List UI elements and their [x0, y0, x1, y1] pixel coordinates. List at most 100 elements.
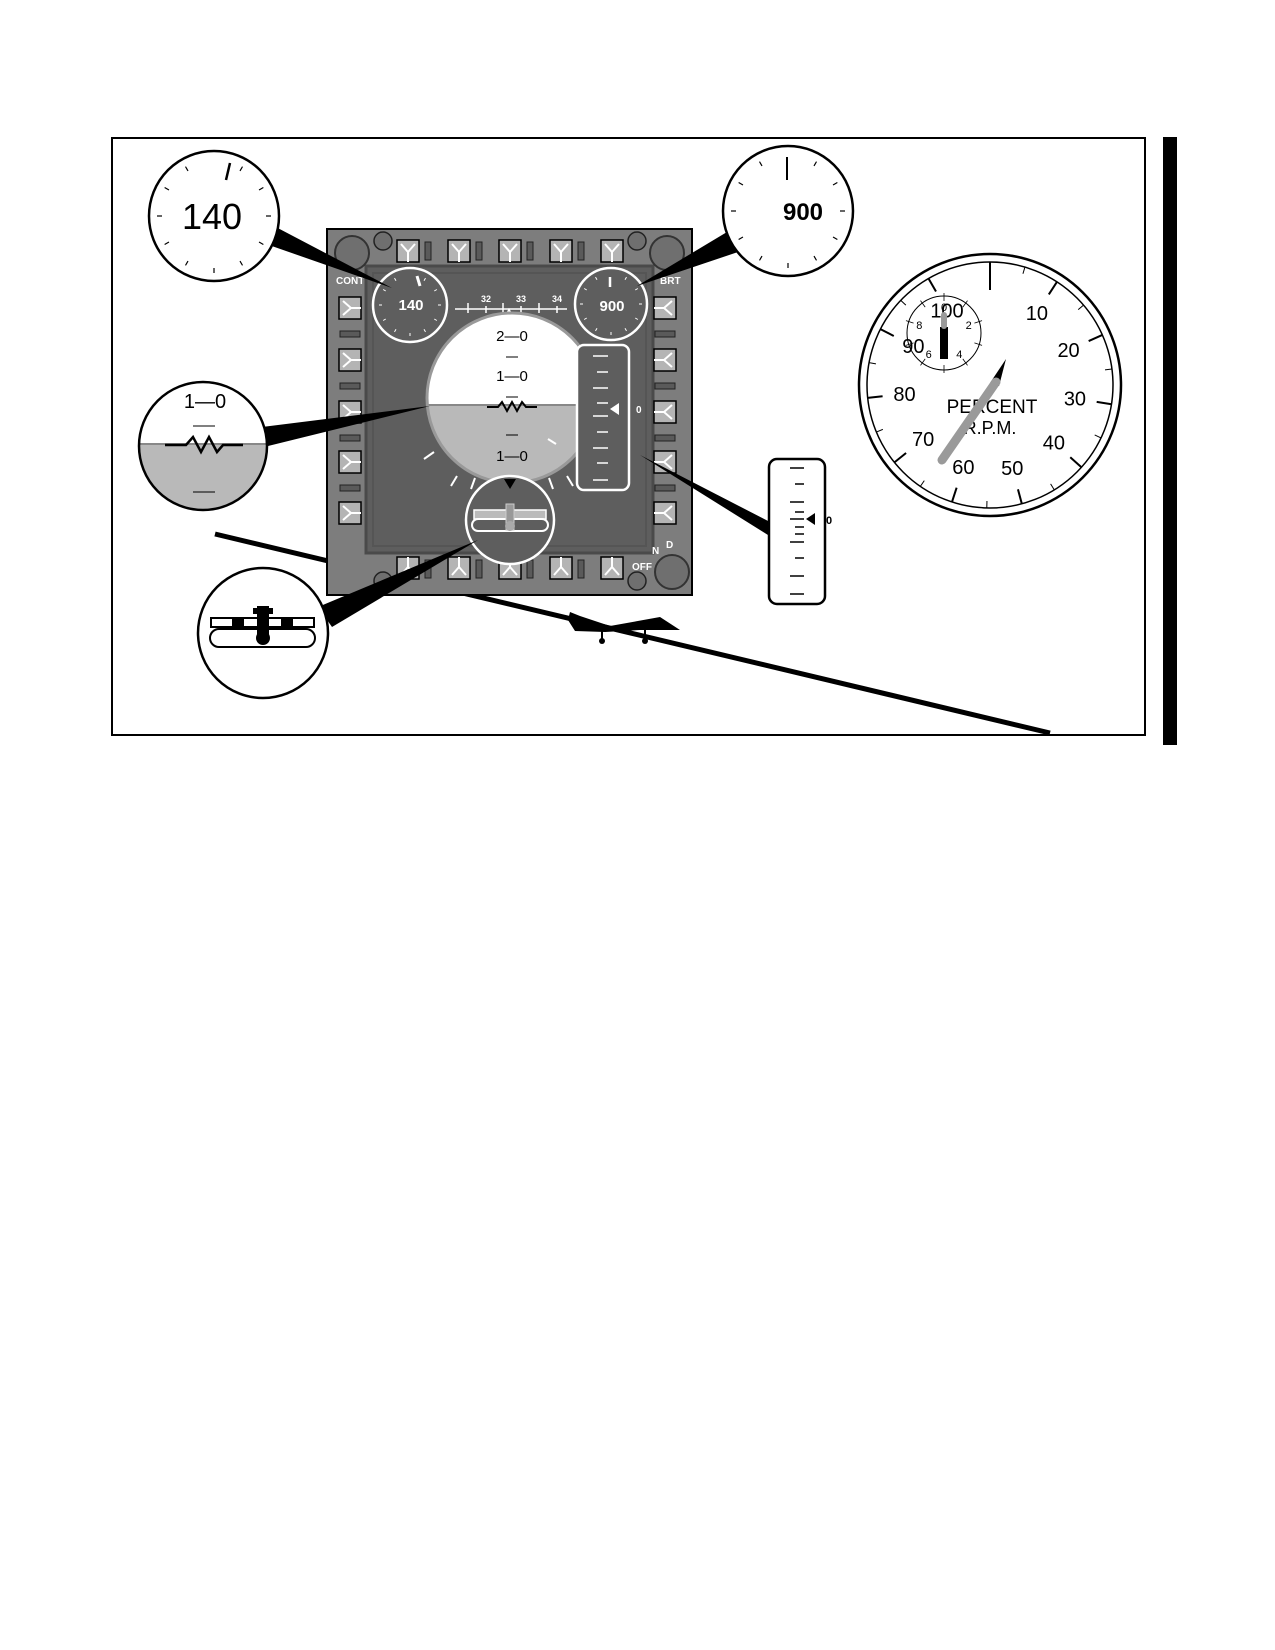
- button-separator: [577, 241, 585, 261]
- sub-dial-tick: [962, 300, 968, 308]
- button-arrow-icon: [604, 243, 620, 262]
- dial-tick: [423, 277, 426, 282]
- vsi-pointer-icon: [610, 403, 619, 415]
- dial-tick: [738, 181, 744, 186]
- sub-dial-tick: [920, 358, 926, 366]
- bezel-button[interactable]: [338, 296, 362, 320]
- rpm-title-line2: R.P.M.: [964, 418, 1017, 438]
- bezel-buttons: [338, 239, 677, 580]
- rpm-scale-label: 20: [1057, 340, 1079, 362]
- dial-tick: [758, 255, 763, 261]
- power-knob[interactable]: [654, 554, 690, 590]
- button-separator: [339, 434, 361, 442]
- mfd-airspeed-dial: 140: [371, 266, 449, 344]
- bezel-button[interactable]: [653, 501, 677, 525]
- sub-dial-tick: [920, 300, 926, 308]
- button-separator: [339, 382, 361, 390]
- off-label: OFF: [632, 562, 652, 573]
- bezel-button[interactable]: [338, 348, 362, 372]
- aircraft-symbol-icon: [487, 399, 537, 414]
- heading-tick-label: 33: [516, 294, 526, 304]
- dial-tick: [382, 318, 387, 321]
- bezel-button[interactable]: [447, 556, 471, 580]
- dial-tick: [164, 241, 170, 246]
- turn-slip-callout: [196, 566, 330, 700]
- rpm-major-tick: [1016, 489, 1023, 505]
- bezel-button[interactable]: [653, 348, 677, 372]
- dial-tick: [583, 317, 588, 320]
- bezel-button[interactable]: [447, 239, 471, 263]
- bezel-button[interactable]: [653, 296, 677, 320]
- mfd-altitude-dial: 900: [573, 266, 649, 342]
- rpm-minor-tick: [1050, 483, 1055, 491]
- bezel-button[interactable]: [600, 239, 624, 263]
- dial-tick: [758, 161, 763, 167]
- rpm-scale-label: 30: [1064, 388, 1086, 410]
- dial-tick: [634, 317, 639, 320]
- dial-tick: [239, 260, 244, 266]
- bezel-button[interactable]: [338, 450, 362, 474]
- rpm-scale-label: 90: [902, 336, 924, 358]
- rpm-minor-tick: [900, 299, 907, 306]
- rpm-scale-label: 100: [930, 301, 963, 323]
- cont-label: CONT: [336, 276, 364, 287]
- dial-tick: [813, 255, 818, 261]
- dial-tick: [595, 276, 598, 281]
- dial-tick: [184, 260, 189, 266]
- button-arrow-icon: [654, 404, 673, 420]
- bezel-button[interactable]: [600, 556, 624, 580]
- altitude-callout-pointer: [637, 232, 741, 286]
- turn-slip-callout-pointer: [318, 540, 478, 627]
- sub-dial-tick: [974, 320, 983, 324]
- d-label: D: [666, 540, 673, 551]
- pitch-callout-aircraft-icon: [165, 434, 243, 455]
- sub-dial-label: 6: [926, 349, 932, 361]
- rpm-major-tick: [927, 277, 937, 292]
- bezel-button[interactable]: [338, 501, 362, 525]
- button-separator: [475, 241, 483, 261]
- bezel-button[interactable]: [653, 450, 677, 474]
- button-separator: [654, 434, 676, 442]
- rpm-major-tick: [1088, 334, 1103, 342]
- dial-tick: [813, 161, 818, 167]
- button-arrow-icon: [553, 557, 569, 576]
- dial-tick: [433, 289, 438, 292]
- button-separator: [526, 241, 534, 261]
- rpm-major-tick: [893, 452, 907, 464]
- sub-dial-pointer-icon: [940, 327, 948, 359]
- mfd-airspeed-value: 140: [398, 297, 423, 314]
- pitch-callout-label: 1—0: [184, 391, 226, 413]
- aircraft-silhouette-icon: [568, 612, 680, 644]
- vsi-callout-pointer: [640, 455, 776, 540]
- dial-tick: [738, 236, 744, 241]
- bezel-button[interactable]: [396, 239, 420, 263]
- dial-tick: [634, 288, 639, 291]
- airspeed-callout: 140: [147, 149, 281, 283]
- dial-tick: [832, 236, 838, 241]
- bezel-button[interactable]: [653, 400, 677, 424]
- button-arrow-icon: [342, 352, 361, 368]
- button-separator: [424, 241, 432, 261]
- button-arrow-icon: [451, 557, 467, 576]
- dial-tick: [624, 327, 627, 332]
- button-separator: [339, 484, 361, 492]
- bezel-button[interactable]: [549, 239, 573, 263]
- bezel-button[interactable]: [549, 556, 573, 580]
- airspeed-callout-pointer: [266, 225, 392, 288]
- brt-label: BRT: [660, 276, 681, 287]
- button-arrow-icon: [654, 505, 673, 521]
- rpm-scale-label: 40: [1043, 433, 1065, 455]
- altitude-callout-value: 900: [783, 199, 823, 226]
- vsi-callout-pointer-icon: [806, 513, 815, 525]
- bezel-button[interactable]: [498, 239, 522, 263]
- rpm-major-tick: [867, 395, 883, 399]
- dial-tick: [595, 327, 598, 332]
- heading-tick-label: 34: [552, 294, 562, 304]
- button-arrow-icon: [400, 243, 416, 262]
- rpm-minor-tick: [1094, 434, 1102, 439]
- vsi-tape: 0: [575, 343, 642, 492]
- rpm-minor-tick: [876, 428, 884, 433]
- rpm-major-tick: [1047, 281, 1058, 295]
